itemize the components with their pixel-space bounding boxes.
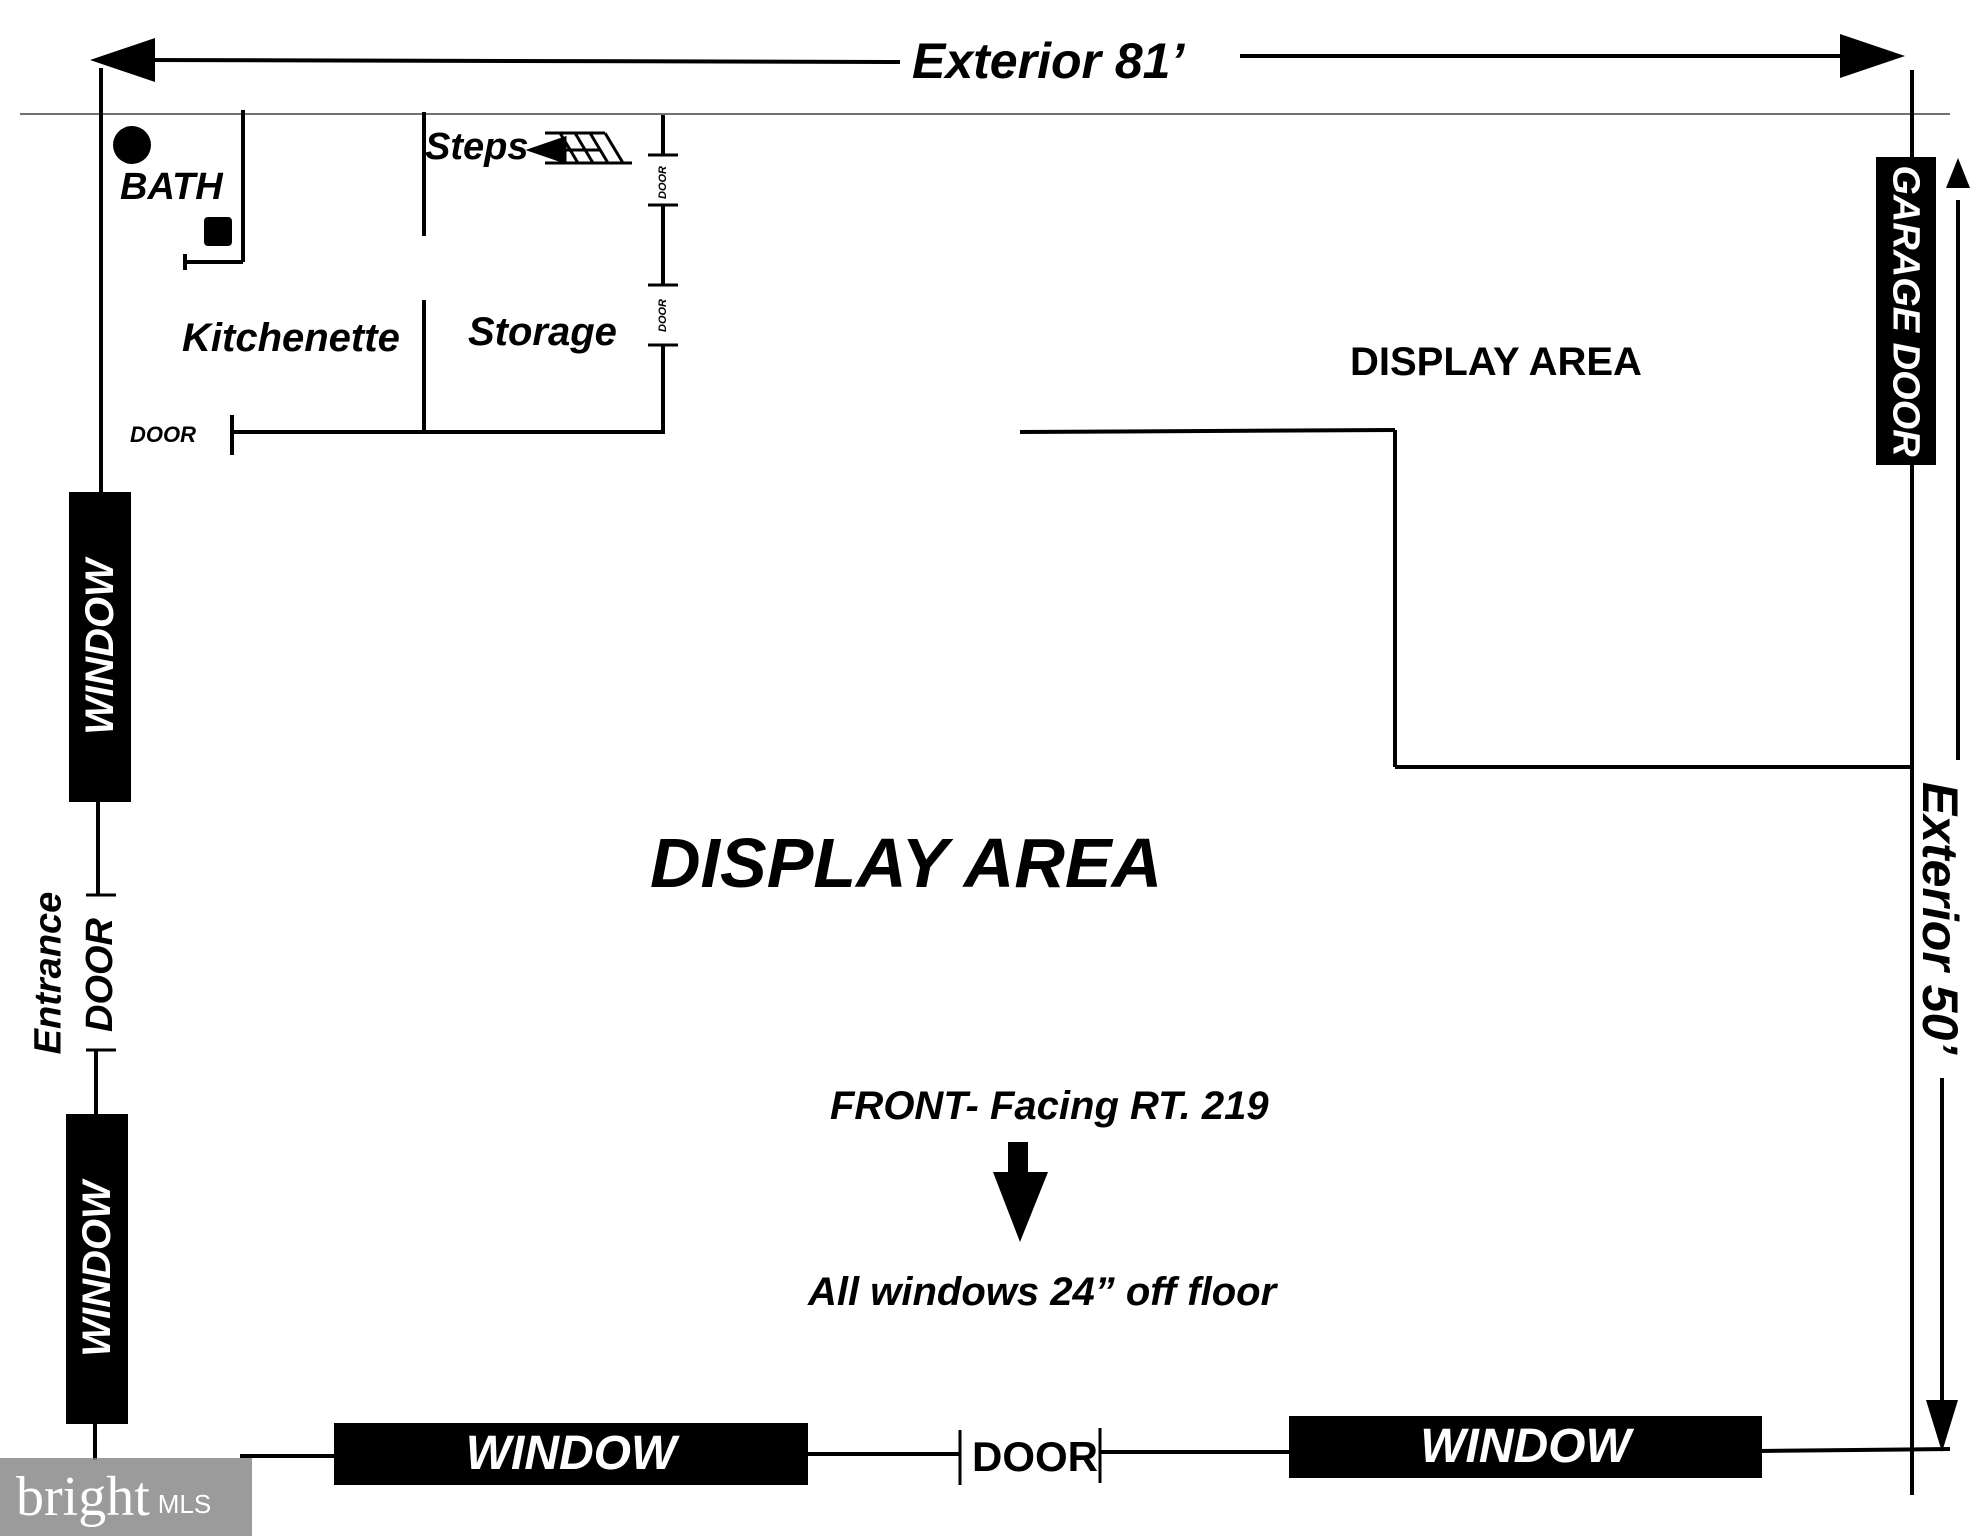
top-dimension-label: Exterior 81’: [912, 33, 1185, 89]
steps-label: Steps: [425, 126, 529, 168]
stairs-icon: [525, 131, 632, 165]
kitchenette-label: Kitchenette: [182, 316, 400, 360]
garage-door: GARAGE DOOR: [1876, 157, 1936, 465]
logo-brand: bright: [16, 1466, 150, 1528]
bath-label: BATH: [120, 166, 223, 208]
front-note: FRONT- Facing RT. 219: [830, 1084, 1269, 1128]
storage-door-bottom-label: DOOR: [656, 298, 669, 332]
toilet-icon: [113, 126, 151, 164]
entrance-label: Entrance: [27, 891, 69, 1054]
logo-suffix: MLS: [157, 1488, 212, 1519]
front-door-label: DOOR: [972, 1433, 1098, 1480]
window-bottom-right: WINDOW: [1289, 1416, 1762, 1478]
top-dimension-line: [90, 34, 1905, 82]
front-arrow-icon: [993, 1142, 1048, 1242]
window-left-upper: WINDOW: [69, 492, 131, 802]
storage-door-top-label: DOOR: [656, 165, 669, 199]
brightmls-logo: bright MLS: [0, 1458, 252, 1536]
arrow-left-icon: [90, 38, 155, 82]
door-ticks: [86, 153, 1102, 1485]
entrance-door-label: DOOR: [79, 918, 121, 1032]
display-area-main-label: DISPLAY AREA: [650, 824, 1163, 902]
windows-note: All windows 24” off floor: [808, 1270, 1277, 1314]
arrow-up-icon: [1946, 158, 1970, 188]
steps-arrow-icon: [525, 135, 567, 165]
display-area-upper-label: DISPLAY AREA: [1350, 340, 1642, 384]
side-dimension-label: Exterior 50’: [1912, 781, 1968, 1055]
window-left-lower: WINDOW: [66, 1114, 128, 1424]
interior-walls: [183, 110, 1912, 769]
outer-walls: [93, 68, 1951, 1495]
sink-icon: [204, 217, 232, 246]
storage-label: Storage: [468, 310, 617, 354]
kitchen-door-label: DOOR: [130, 422, 196, 447]
arrow-right-icon: [1840, 34, 1905, 78]
arrow-down-icon: [1926, 1400, 1958, 1452]
window-bottom-left: WINDOW: [334, 1423, 808, 1485]
side-dimension-line: [1926, 158, 1970, 1452]
